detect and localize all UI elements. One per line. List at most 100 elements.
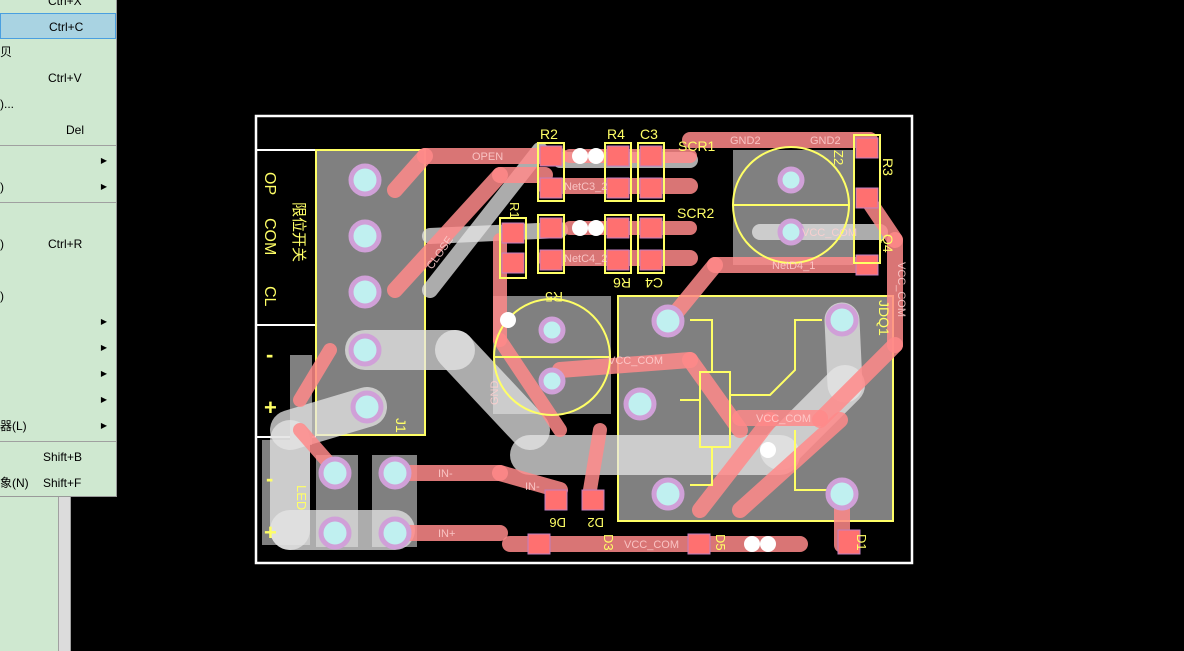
pad-j1-minus[interactable]	[348, 333, 382, 367]
pad-r6-2[interactable]	[606, 249, 630, 271]
via[interactable]	[744, 536, 760, 552]
pad-d6[interactable]	[544, 489, 568, 511]
pad-d1[interactable]	[837, 529, 861, 555]
pad-r6-1[interactable]	[606, 217, 630, 239]
net-open: OPEN	[472, 151, 503, 163]
pad-q-2[interactable]	[538, 367, 566, 395]
pad-c3-2[interactable]	[639, 177, 663, 199]
z2-r3-outline	[853, 134, 881, 264]
trace[interactable]	[492, 465, 568, 498]
via[interactable]	[500, 312, 516, 328]
pad-r3[interactable]	[855, 187, 879, 209]
label-r1: R1	[507, 202, 522, 219]
menu-item[interactable]: Ctrl+C	[0, 13, 116, 39]
pad-led-minus[interactable]	[318, 456, 352, 490]
via[interactable]	[588, 220, 604, 236]
label-cl: CL	[261, 286, 278, 307]
menu-item[interactable]: )...	[0, 91, 116, 117]
submenu-arrow-icon: ▶	[100, 421, 107, 430]
menu-item-label: )	[0, 180, 4, 194]
net-in-minus: IN-	[438, 468, 453, 480]
pad-r2-1[interactable]	[539, 145, 563, 167]
menu-item[interactable]: Shift+B	[0, 444, 116, 470]
pad-q4[interactable]	[855, 254, 879, 276]
menu-item-label: 象(N)	[0, 476, 29, 490]
via[interactable]	[588, 148, 604, 164]
menu-item[interactable]: Del	[0, 117, 116, 143]
menu-item[interactable]: Ctrl+X	[0, 0, 116, 14]
pad-z2[interactable]	[855, 137, 879, 159]
label-r3: R3	[880, 158, 896, 176]
menu-item-label: )...	[0, 97, 14, 111]
pad-j1-plus[interactable]	[350, 390, 384, 424]
r4-outline	[604, 142, 632, 202]
menu-item[interactable]: 贝	[0, 39, 116, 65]
pad-j1-op[interactable]	[348, 163, 382, 197]
relay-line	[690, 447, 713, 486]
trace[interactable]	[812, 337, 903, 428]
menu-item[interactable]: ▶	[0, 361, 116, 387]
pad-r5-1[interactable]	[539, 217, 563, 239]
pad-r1-1[interactable]	[501, 222, 525, 244]
menu-item-shortcut: Ctrl+X	[48, 0, 82, 8]
pad-q-1[interactable]	[538, 316, 566, 344]
pad-relay-5[interactable]	[825, 477, 859, 511]
menu-item[interactable]: 器(L)▶	[0, 413, 116, 439]
pad-in-plus[interactable]	[378, 516, 412, 550]
r1-outline	[499, 217, 527, 279]
label-minus: -	[266, 466, 273, 491]
pad-r4-2[interactable]	[606, 177, 630, 199]
menu-item[interactable]: ▶	[0, 387, 116, 413]
trace-close[interactable]	[387, 167, 508, 298]
pad-d5[interactable]	[687, 533, 711, 555]
pad-c4-1[interactable]	[639, 217, 663, 239]
submenu-arrow-icon: ▶	[100, 317, 107, 326]
menu-item[interactable]: )	[0, 283, 116, 309]
menu-item[interactable]: ▶	[0, 335, 116, 361]
via[interactable]	[760, 442, 776, 458]
pad-in-minus[interactable]	[378, 456, 412, 490]
menu-item[interactable]: Ctrl+V	[0, 65, 116, 91]
menu-item[interactable]: 象(N)Shift+F	[0, 470, 116, 496]
trace[interactable]	[583, 423, 607, 497]
menu-item[interactable]: )Ctrl+R	[0, 231, 116, 257]
label-plus: +	[264, 520, 277, 545]
pad-j1-com[interactable]	[348, 219, 382, 253]
track[interactable]	[435, 330, 550, 450]
via[interactable]	[760, 536, 776, 552]
menu-item[interactable]: )▶	[0, 174, 116, 200]
menu-item[interactable]: ▶	[0, 148, 116, 174]
net-gnd2: GND2	[730, 135, 761, 147]
trace[interactable]	[293, 343, 337, 407]
pad-r5-2[interactable]	[539, 249, 563, 271]
pad-cap-1[interactable]	[777, 166, 805, 194]
pad-d3[interactable]	[527, 533, 551, 555]
net-in-plus: IN+	[438, 528, 455, 540]
trace-vcc[interactable]	[552, 352, 698, 378]
submenu-arrow-icon: ▶	[100, 343, 107, 352]
pad-relay-2[interactable]	[825, 303, 859, 337]
label-d6: D6	[549, 515, 566, 530]
pad-cap-2[interactable]	[777, 218, 805, 246]
pad-relay-3[interactable]	[623, 387, 657, 421]
pad-r1-2[interactable]	[501, 252, 525, 274]
pad-c4-2[interactable]	[639, 249, 663, 271]
pad-j1-cl[interactable]	[348, 275, 382, 309]
trace[interactable]	[732, 412, 848, 518]
via[interactable]	[572, 148, 588, 164]
menu-separator	[0, 202, 116, 203]
pad-r2-2[interactable]	[539, 177, 563, 199]
trace[interactable]	[692, 412, 778, 518]
pad-led-plus[interactable]	[318, 516, 352, 550]
menu-item[interactable]: ▶	[0, 309, 116, 335]
pad-relay-1[interactable]	[651, 304, 685, 338]
trace[interactable]	[682, 352, 748, 438]
pad-relay-4[interactable]	[651, 477, 685, 511]
via[interactable]	[572, 220, 588, 236]
label-r6: R6	[613, 275, 631, 291]
pad-c3-1[interactable]	[639, 145, 663, 167]
trace[interactable]	[387, 148, 433, 198]
pad-d2[interactable]	[581, 489, 605, 511]
pad-r4-1[interactable]	[606, 145, 630, 167]
